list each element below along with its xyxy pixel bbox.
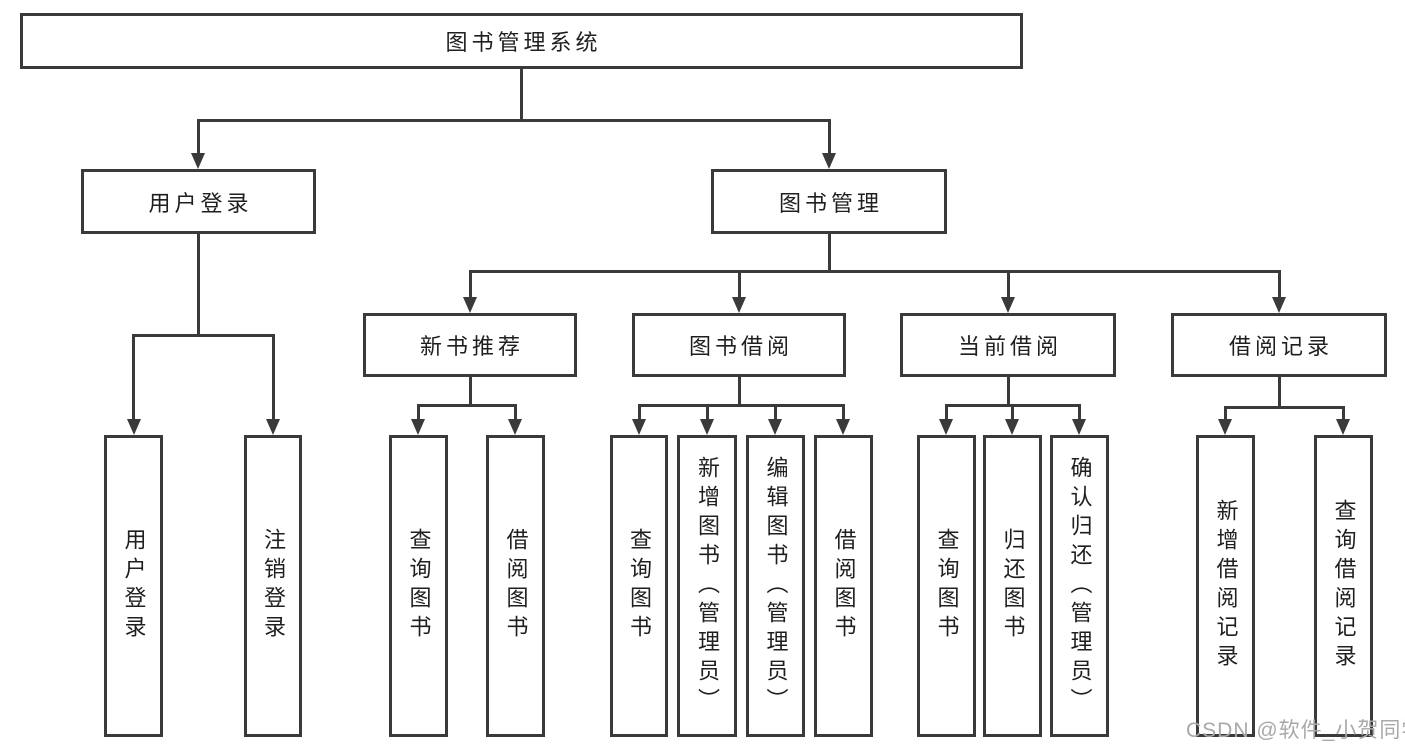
- connector-line: [1277, 377, 1281, 409]
- connector-line: [1223, 407, 1227, 420]
- connector-line: [196, 120, 200, 153]
- node-user-login: 用户登录: [81, 169, 316, 234]
- connector-line: [1223, 405, 1345, 409]
- connector-line: [468, 269, 1281, 273]
- node-label: 查询图书: [934, 528, 960, 644]
- arrowhead-down-icon: [1001, 297, 1015, 313]
- connector-line: [827, 234, 831, 272]
- arrowhead-down-icon: [1005, 419, 1019, 435]
- node-book-management: 图书管理: [711, 169, 947, 234]
- connector-line: [1006, 377, 1010, 406]
- connector-line: [1010, 405, 1014, 420]
- connector-line: [271, 335, 275, 420]
- arrowhead-down-icon: [732, 297, 746, 313]
- connector-line: [416, 403, 517, 407]
- arrowhead-down-icon: [411, 419, 425, 435]
- node-label: 图书借阅: [688, 334, 793, 359]
- arrowhead-down-icon: [266, 419, 280, 435]
- node-leaf-confirm-return-admin: 确认归还（管理员）: [1050, 435, 1109, 737]
- node-leaf-query-borrow-record: 查询借阅记录: [1314, 435, 1373, 737]
- node-label: 图书管理: [778, 190, 883, 216]
- arrowhead-down-icon: [191, 153, 205, 169]
- arrowhead-down-icon: [1072, 419, 1086, 435]
- arrowhead-down-icon: [126, 419, 141, 435]
- node-label: 新书推荐: [419, 334, 524, 359]
- connector-line: [637, 405, 641, 420]
- node-leaf-borrow-books: 借阅图书: [814, 435, 873, 737]
- connector-line: [196, 234, 200, 336]
- connector-line: [841, 405, 845, 420]
- node-leaf-query-books: 查询图书: [610, 435, 668, 737]
- connector-line: [737, 377, 741, 406]
- node-label: 查询借阅记录: [1331, 499, 1357, 673]
- node-label: 当前借阅: [957, 334, 1062, 359]
- connector-line: [132, 335, 135, 420]
- node-leaf-borrow-books: 借阅图书: [486, 435, 545, 737]
- node-borrowing-records: 借阅记录: [1171, 313, 1387, 377]
- arrowhead-down-icon: [836, 419, 850, 435]
- node-new-book-recommend: 新书推荐: [363, 313, 577, 377]
- connector-line: [196, 118, 831, 122]
- node-leaf-user-login: 用户登录: [104, 435, 163, 737]
- node-label: 新增借阅记录: [1213, 499, 1239, 673]
- arrowhead-down-icon: [700, 419, 714, 435]
- node-library-management-system: 图书管理系统: [20, 13, 1023, 69]
- arrowhead-down-icon: [939, 419, 953, 435]
- node-label: 编辑图书（管理员）: [763, 455, 789, 717]
- connector-line: [416, 405, 420, 420]
- node-current-borrowing: 当前借阅: [900, 313, 1116, 377]
- csdn-watermark: CSDN @软件_小贺同学: [1186, 719, 1405, 742]
- node-leaf-edit-books-admin: 编辑图书（管理员）: [746, 435, 805, 737]
- connector-line: [773, 405, 777, 420]
- connector-line: [944, 405, 948, 420]
- connector-line: [1077, 405, 1081, 420]
- connector-line: [468, 377, 472, 406]
- arrowhead-down-icon: [632, 419, 646, 435]
- node-label: 注销登录: [261, 528, 286, 644]
- node-leaf-query-books: 查询图书: [917, 435, 976, 737]
- arrowhead-down-icon: [768, 419, 782, 435]
- node-book-borrowing: 图书借阅: [632, 313, 846, 377]
- connector-line: [705, 405, 709, 420]
- node-leaf-add-books-admin: 新增图书（管理员）: [677, 435, 737, 737]
- node-label: 确认归还（管理员）: [1067, 455, 1093, 717]
- node-label: 借阅图书: [503, 528, 529, 644]
- connector-line: [944, 403, 1081, 407]
- connector-line: [827, 120, 831, 153]
- node-label: 归还图书: [1000, 528, 1026, 644]
- node-label: 借阅图书: [831, 528, 857, 644]
- connector-line: [132, 333, 275, 337]
- connector-line: [468, 271, 472, 298]
- connector-line: [1277, 271, 1281, 298]
- connector-line: [1341, 407, 1345, 420]
- arrowhead-down-icon: [1218, 419, 1232, 435]
- arrowhead-down-icon: [1272, 297, 1286, 313]
- connector-line: [1006, 271, 1010, 298]
- node-label: 借阅记录: [1228, 334, 1333, 359]
- node-label: 用户登录: [148, 190, 253, 216]
- connector-line: [519, 69, 523, 121]
- node-label: 查询图书: [406, 528, 432, 644]
- node-label: 用户登录: [121, 528, 147, 644]
- connector-line: [737, 271, 741, 298]
- arrowhead-down-icon: [1336, 419, 1350, 435]
- connector-line: [513, 405, 517, 420]
- node-leaf-return-books: 归还图书: [983, 435, 1042, 737]
- node-label: 新增图书（管理员）: [695, 455, 720, 717]
- node-label: 查询图书: [627, 528, 652, 644]
- connector-line: [637, 403, 845, 407]
- arrowhead-down-icon: [463, 297, 477, 313]
- node-leaf-add-borrow-record: 新增借阅记录: [1196, 435, 1255, 737]
- node-label: 图书管理系统: [445, 30, 602, 55]
- arrowhead-down-icon: [822, 153, 836, 169]
- node-leaf-logout: 注销登录: [244, 435, 302, 737]
- node-leaf-query-books: 查询图书: [389, 435, 448, 737]
- arrowhead-down-icon: [508, 419, 522, 435]
